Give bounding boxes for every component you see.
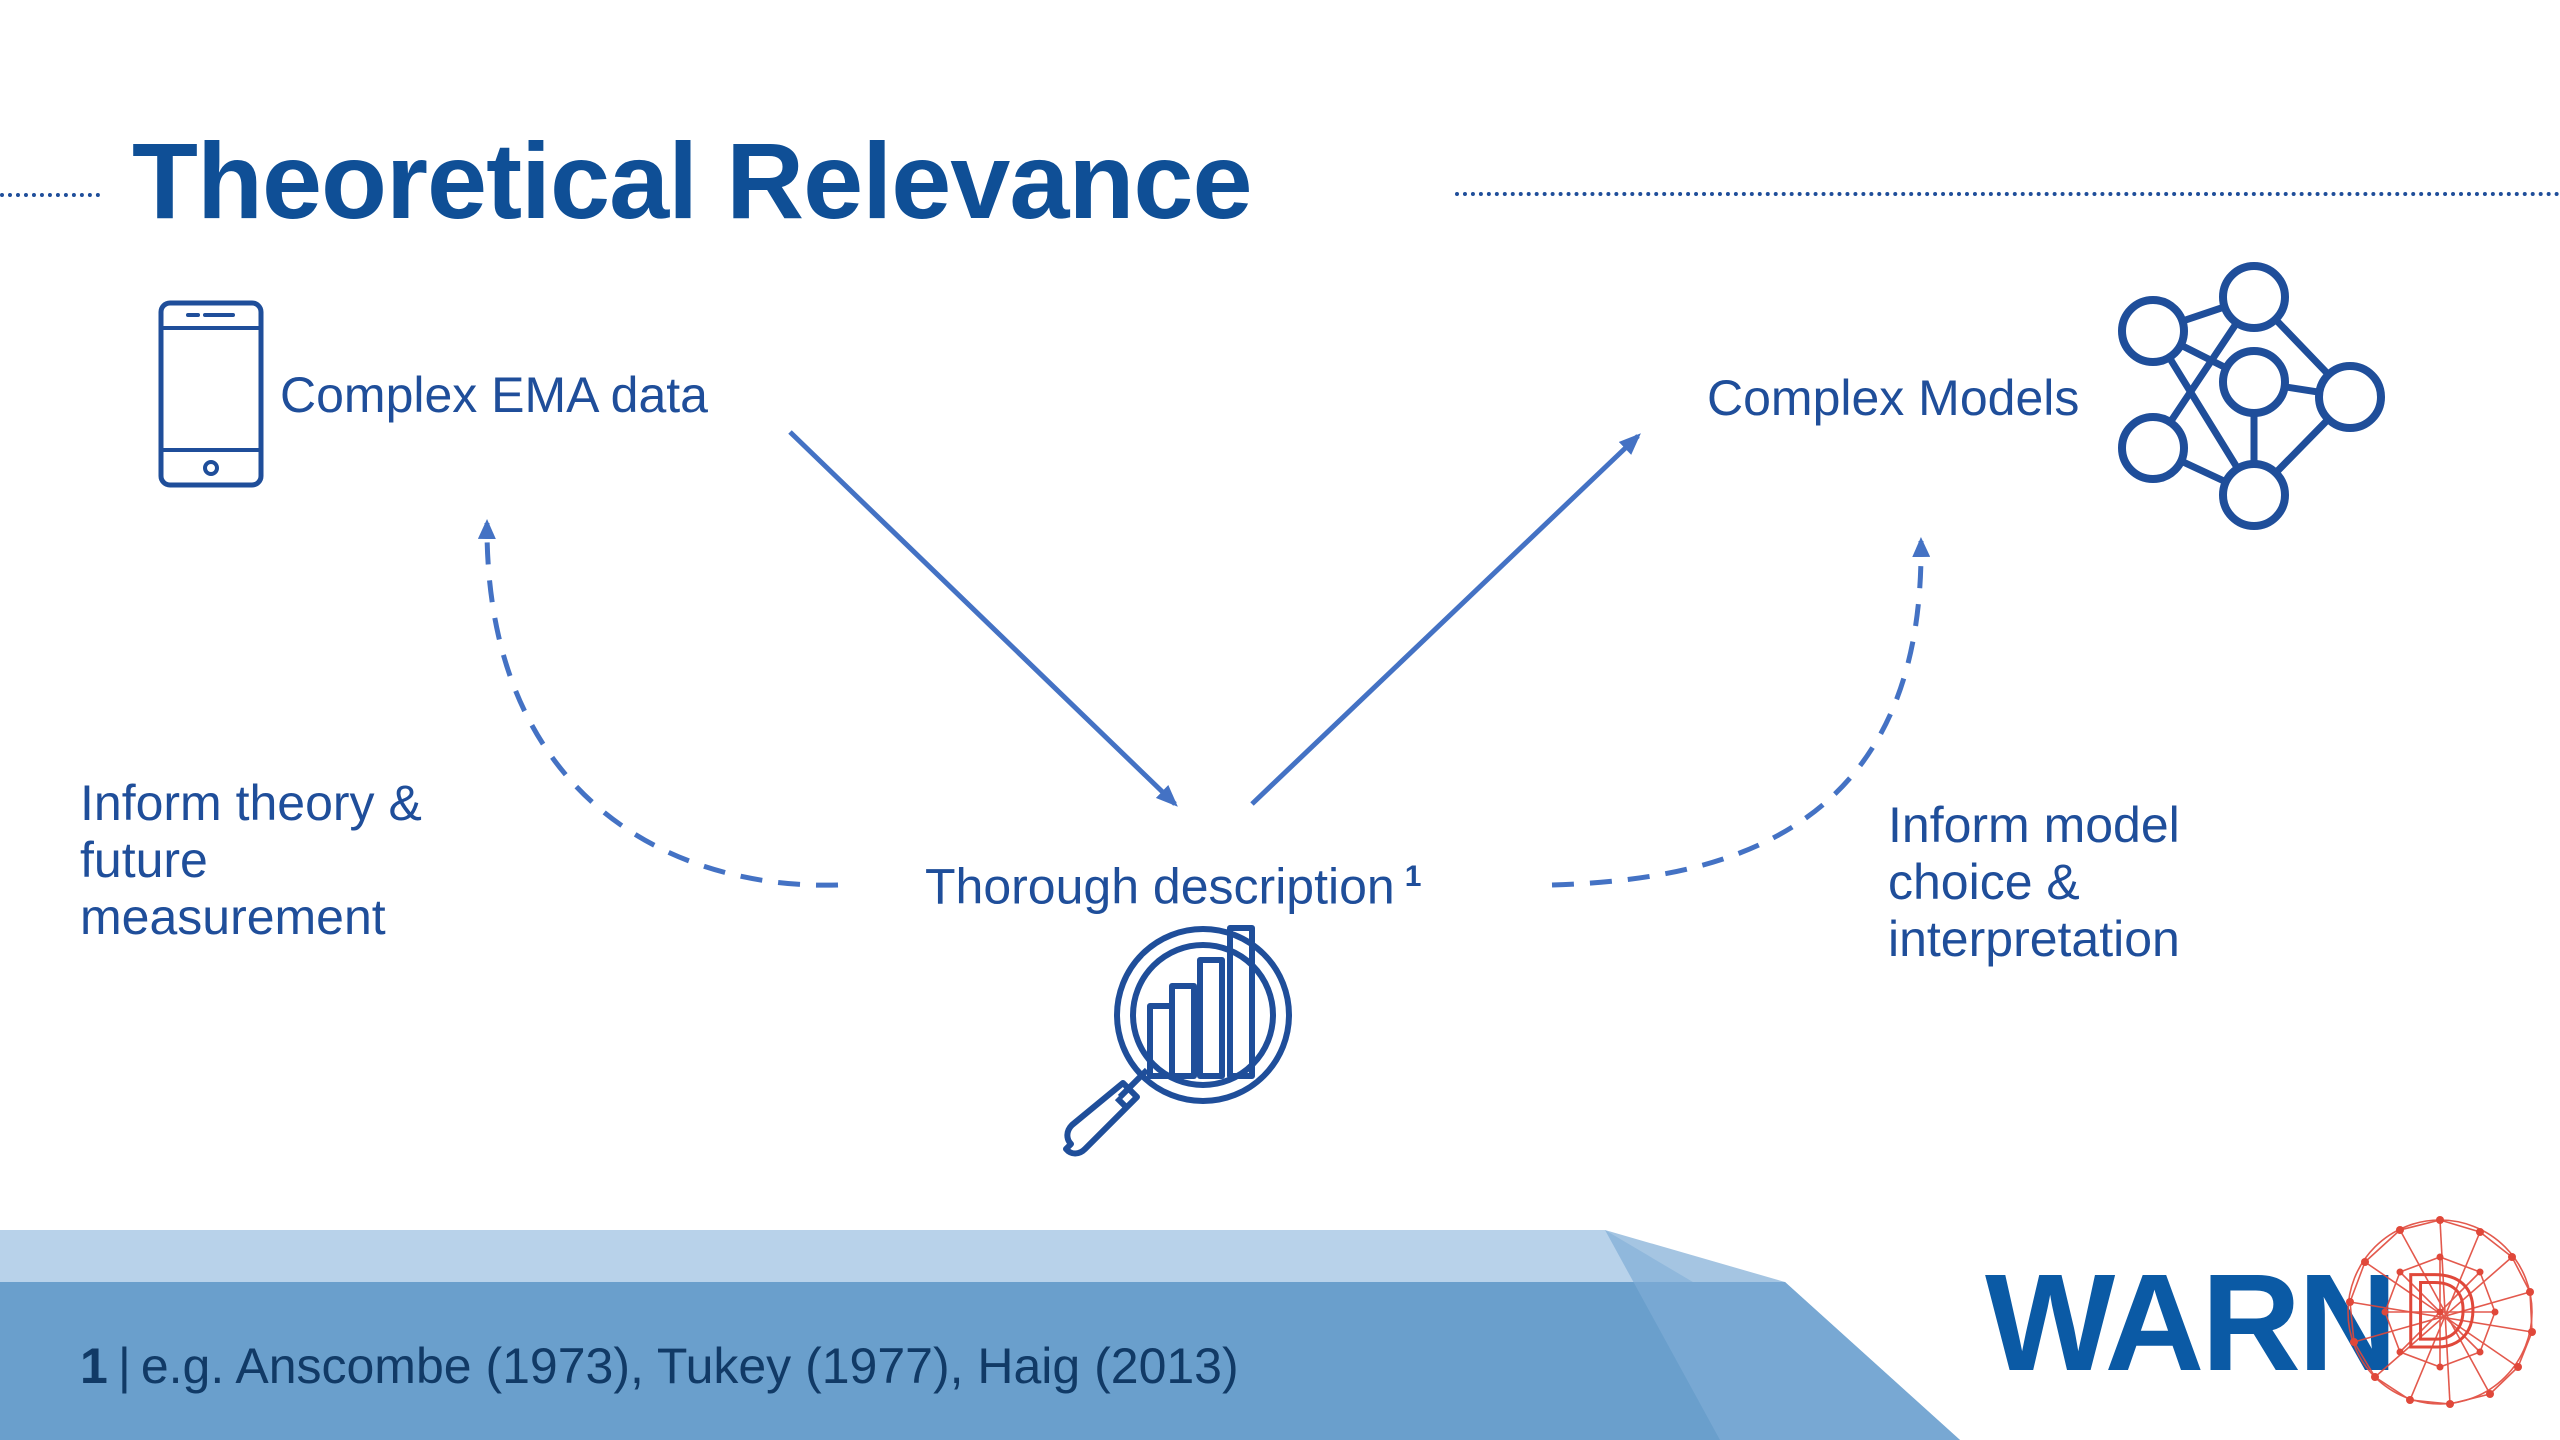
inform-model-line-2: choice &: [1888, 854, 2080, 910]
title-dotted-rule-left: [0, 193, 100, 197]
magnifier-bar-chart-icon: [1063, 925, 1292, 1157]
footnote-references: e.g. Anscombe (1973), Tukey (1977), Haig…: [140, 1338, 1239, 1394]
flow-arrows: [788, 430, 1641, 807]
inform-theory-line-1: Inform theory &: [80, 775, 422, 831]
logo-letter: D: [2402, 1253, 2478, 1370]
inform-model-line-3: interpretation: [1888, 911, 2180, 967]
footnote: 1|e.g. Anscombe (1973), Tukey (1977), Ha…: [80, 1336, 1239, 1396]
inform-theory-line-2: future: [80, 832, 208, 888]
inform-theory-text: Inform theory & future measurement: [80, 775, 422, 946]
arrow-ema-to-description: [788, 430, 1178, 807]
complex-models-label: Complex Models: [1707, 370, 2080, 426]
footer-band: [0, 1230, 1960, 1440]
neural-network-icon: [2118, 262, 2385, 530]
inform-model-line-1: Inform model: [1888, 797, 2180, 853]
title-dotted-rule-right: [1455, 192, 2560, 196]
footnote-separator: |: [117, 1338, 131, 1394]
inform-theory-line-3: measurement: [80, 889, 386, 945]
page-title: Theoretical Relevance: [132, 120, 1253, 241]
feedback-arrow-left: [477, 519, 839, 888]
inform-model-text: Inform model choice & interpretation: [1888, 797, 2180, 968]
arrow-description-to-models: [1250, 433, 1641, 806]
footnote-marker: 1: [1404, 860, 1422, 893]
footnote-number: 1: [80, 1338, 108, 1394]
thorough-description-label: Thorough description 1: [925, 848, 1421, 916]
smartphone-icon: [158, 300, 264, 488]
feedback-arrow-right: [1551, 537, 1931, 888]
thorough-description-text: Thorough description: [925, 858, 1395, 915]
ema-data-label: Complex EMA data: [280, 367, 708, 423]
logo-wordmark: WARN: [1985, 1246, 2398, 1400]
network-globe-icon: D: [2346, 1216, 2536, 1408]
